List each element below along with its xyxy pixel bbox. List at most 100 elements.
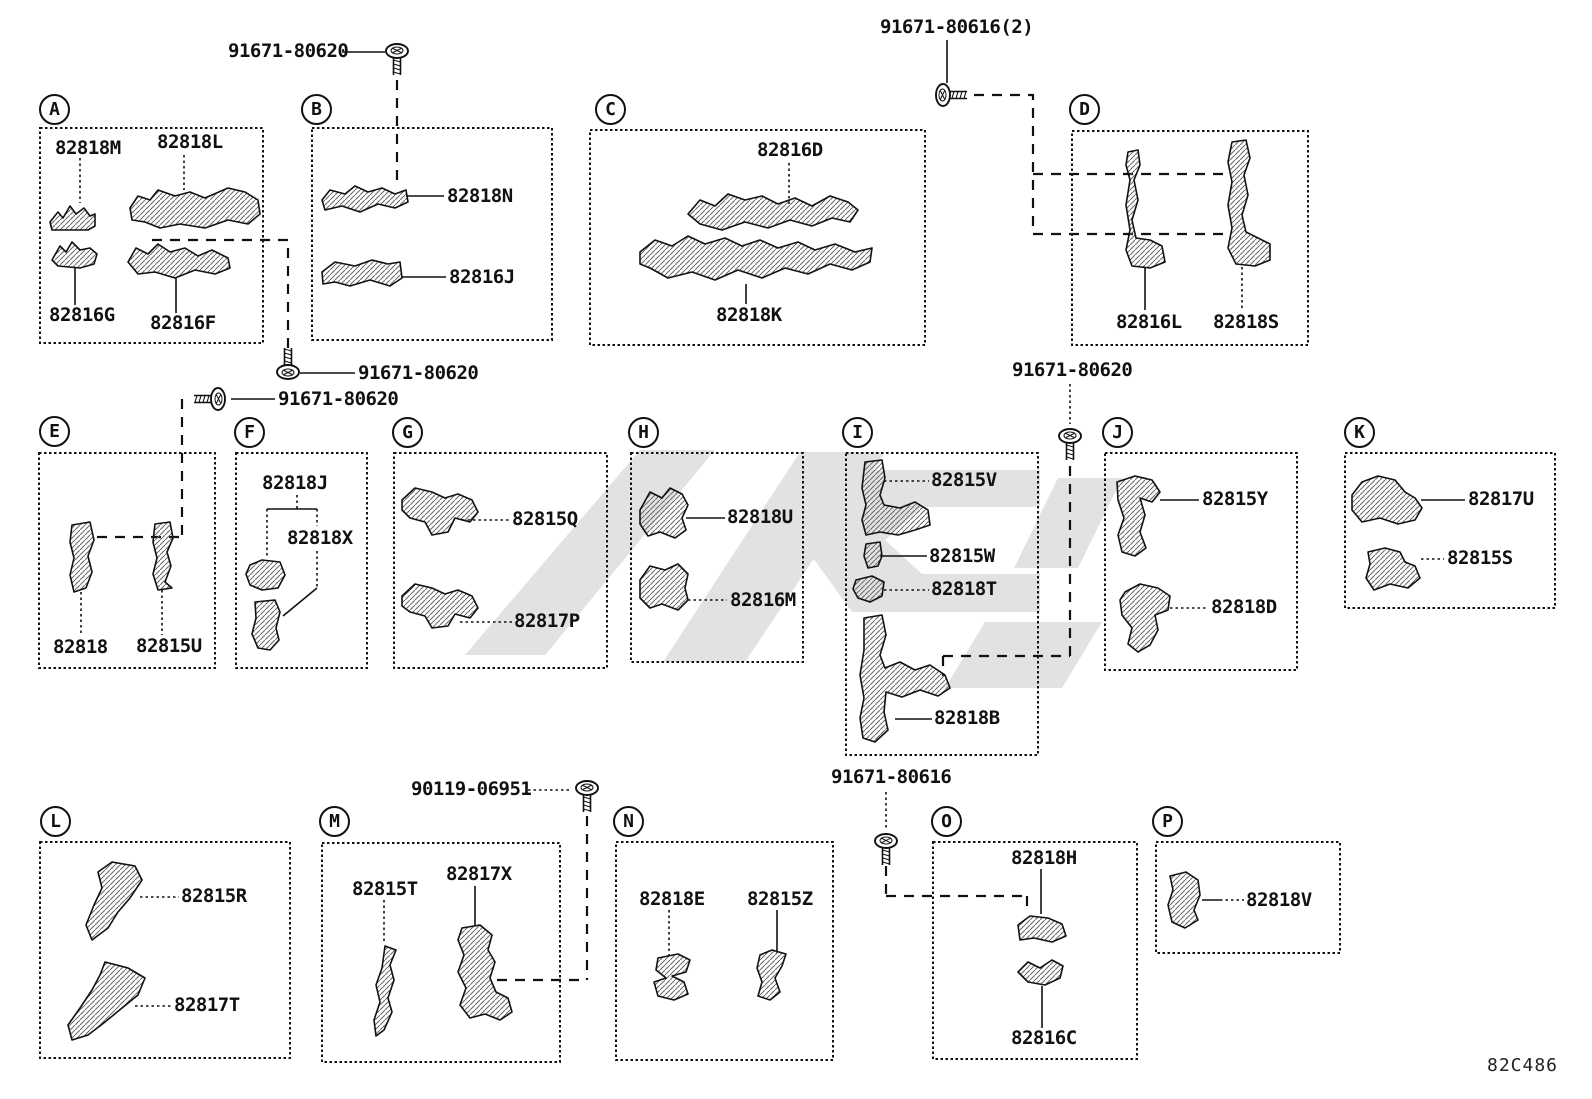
part-label-a-82816g: 82816G bbox=[49, 304, 115, 326]
section-o-marker: O bbox=[931, 806, 962, 837]
section-j-marker: J bbox=[1102, 417, 1133, 448]
section-l-letter: L bbox=[50, 811, 61, 832]
section-g-marker: G bbox=[392, 417, 423, 448]
part-label-a-82818l: 82818L bbox=[157, 131, 223, 153]
section-b-letter: B bbox=[311, 99, 322, 120]
section-i-marker: I bbox=[842, 417, 873, 448]
part-label-g-82815q: 82815Q bbox=[512, 508, 578, 530]
part-label-d-82818s: 82818S bbox=[1213, 311, 1279, 333]
section-h-letter: H bbox=[638, 422, 649, 443]
section-c-marker: C bbox=[595, 94, 626, 125]
part-label-i-82815w: 82815W bbox=[929, 545, 995, 567]
section-k-letter: K bbox=[1354, 422, 1365, 443]
section-b-marker: B bbox=[301, 94, 332, 125]
part-shape-c-82816d bbox=[687, 193, 859, 231]
part-label-i-82818b: 82818B bbox=[934, 707, 1000, 729]
part-label-i-82818t: 82818T bbox=[931, 578, 997, 600]
section-a-frame bbox=[39, 127, 264, 344]
section-a-letter: A bbox=[49, 99, 60, 120]
fastener-label-above-o: 91671-80616 bbox=[831, 766, 952, 788]
part-shape-d-82818s bbox=[1227, 139, 1271, 267]
section-n-frame bbox=[615, 841, 834, 1061]
fastener-leader-lines bbox=[231, 40, 1071, 828]
part-shape-n-82818e bbox=[653, 953, 691, 1001]
part-shape-a-82818l bbox=[129, 187, 261, 229]
part-label-p-82818v: 82818V bbox=[1246, 889, 1312, 911]
part-shape-l-82817t bbox=[67, 961, 146, 1041]
part-shape-j-82818d bbox=[1119, 583, 1171, 653]
section-i-frame bbox=[845, 452, 1039, 756]
section-g-frame bbox=[393, 452, 608, 669]
section-m-frame bbox=[321, 842, 561, 1063]
part-shape-g-82815q bbox=[401, 487, 479, 536]
section-b-frame bbox=[311, 127, 553, 341]
part-label-l-82817t: 82817T bbox=[174, 994, 240, 1016]
part-shape-e-82818 bbox=[69, 521, 95, 593]
section-k-marker: K bbox=[1344, 417, 1375, 448]
part-shape-o-82816c bbox=[1017, 959, 1064, 986]
part-shapes bbox=[49, 139, 1423, 1041]
part-label-c-82818k: 82818K bbox=[716, 304, 782, 326]
fastener-label-below-a-upper: 91671-80620 bbox=[358, 362, 479, 384]
part-label-j-82818d: 82818D bbox=[1211, 596, 1277, 618]
section-l-frame bbox=[39, 841, 291, 1059]
section-n-marker: N bbox=[613, 806, 644, 837]
part-label-c-82816d: 82816D bbox=[757, 139, 823, 161]
section-p-frame bbox=[1155, 841, 1341, 954]
part-label-f-82818x: 82818X bbox=[287, 527, 353, 549]
fastener-label-top-center: 91671-80620 bbox=[228, 40, 349, 62]
section-p-marker: P bbox=[1152, 806, 1183, 837]
section-i-letter: I bbox=[852, 422, 863, 443]
part-label-a-82818m: 82818M bbox=[55, 137, 121, 159]
section-m-letter: M bbox=[329, 811, 340, 832]
part-label-k-82815s: 82815S bbox=[1447, 547, 1513, 569]
section-m-marker: M bbox=[319, 806, 350, 837]
part-shape-a-82816g bbox=[51, 241, 98, 269]
section-e-letter: E bbox=[49, 421, 60, 442]
fastener-label-top-right: 91671-80616(2) bbox=[880, 16, 1034, 38]
part-shape-f-82818x bbox=[251, 599, 281, 651]
section-f-frame bbox=[235, 452, 368, 669]
part-shape-g-82817p bbox=[401, 583, 479, 629]
part-label-e-82815u: 82815U bbox=[136, 635, 202, 657]
section-frames bbox=[38, 127, 1556, 1063]
section-f-marker: F bbox=[234, 417, 265, 448]
part-shape-h-82818u bbox=[639, 487, 689, 539]
part-label-b-82818n: 82818N bbox=[447, 185, 513, 207]
section-j-frame bbox=[1104, 452, 1298, 671]
section-o-letter: O bbox=[941, 811, 952, 832]
part-shape-m-82817x bbox=[457, 924, 513, 1021]
part-label-k-82817u: 82817U bbox=[1468, 488, 1534, 510]
diagram-code: 82C486 bbox=[1487, 1055, 1559, 1076]
part-leader-lines bbox=[74, 155, 1465, 1028]
part-shape-i-82815v bbox=[861, 459, 931, 536]
part-shape-k-82817u bbox=[1351, 475, 1423, 525]
part-shape-l-82815r bbox=[85, 861, 143, 941]
part-label-g-82817p: 82817P bbox=[514, 610, 580, 632]
section-a-marker: A bbox=[39, 94, 70, 125]
part-shape-i-82815w bbox=[863, 541, 883, 569]
section-n-letter: N bbox=[623, 811, 634, 832]
part-label-l-82815r: 82815R bbox=[181, 885, 247, 907]
part-shape-i-82818b bbox=[859, 614, 951, 743]
part-shape-j-82815y bbox=[1116, 475, 1161, 557]
part-label-h-82818u: 82818U bbox=[727, 506, 793, 528]
part-label-d-82816l: 82816L bbox=[1116, 311, 1182, 333]
section-c-frame bbox=[589, 129, 926, 346]
section-h-marker: H bbox=[628, 417, 659, 448]
part-label-m-82815t: 82815T bbox=[352, 878, 418, 900]
part-label-e-82818: 82818 bbox=[53, 636, 108, 658]
part-shape-m-82815t bbox=[373, 945, 397, 1037]
part-shape-b-82818n bbox=[321, 185, 409, 213]
part-shape-i-82818t bbox=[852, 575, 885, 603]
section-o-frame bbox=[932, 841, 1138, 1060]
part-shape-p-82818v bbox=[1167, 871, 1201, 929]
section-f-letter: F bbox=[244, 422, 255, 443]
fastener-label-above-j: 91671-80620 bbox=[1012, 359, 1133, 381]
part-label-o-82816c: 82816C bbox=[1011, 1027, 1077, 1049]
section-h-frame bbox=[630, 452, 804, 663]
section-d-marker: D bbox=[1069, 94, 1100, 125]
part-shape-d-82816l bbox=[1125, 149, 1166, 269]
